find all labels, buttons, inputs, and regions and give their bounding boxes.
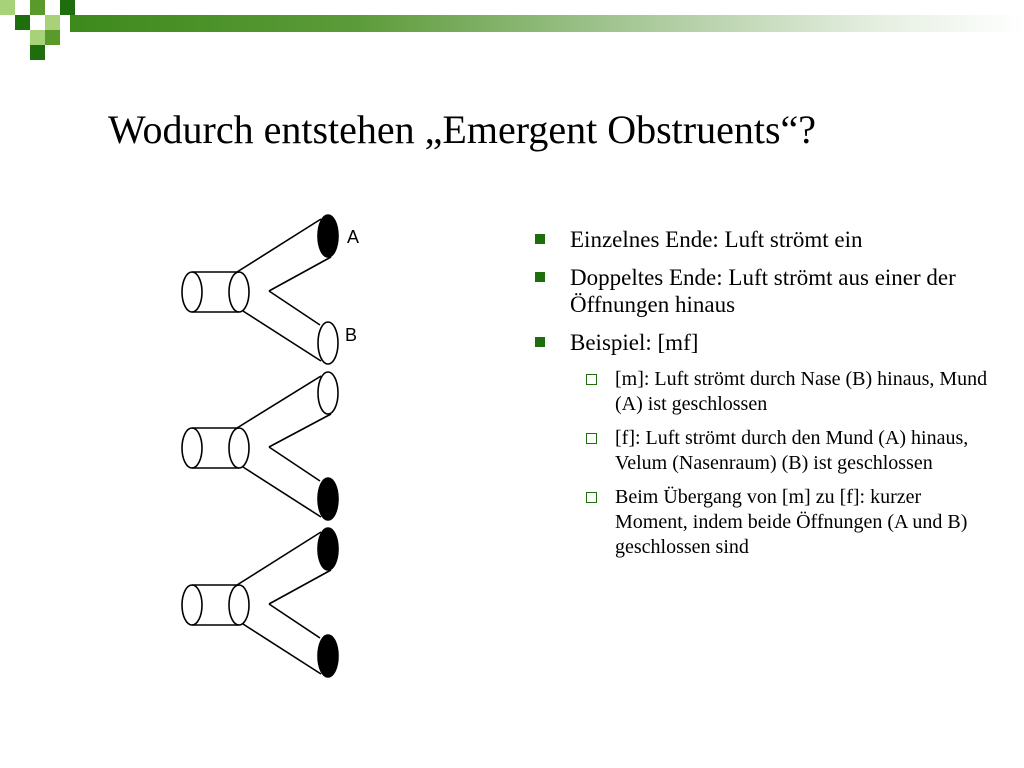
label-a: A (347, 227, 359, 247)
bullet-text: Doppeltes Ende: Luft strömt aus einer de… (570, 265, 956, 317)
bullet-item: Beispiel: [mf] (530, 329, 990, 356)
tube-diagram-2 (181, 371, 339, 521)
decor-square (45, 30, 60, 45)
bullet-item: Doppeltes Ende: Luft strömt aus einer de… (530, 264, 990, 318)
header-gradient-bar (70, 15, 1024, 32)
decor-square (15, 15, 30, 30)
bullet-text: Einzelnes Ende: Luft strömt ein (570, 227, 863, 252)
label-b: B (345, 325, 357, 345)
decor-square (30, 30, 45, 45)
tube-diagram-1 (181, 214, 339, 365)
header-decoration (0, 0, 1024, 62)
decor-square (30, 0, 45, 15)
sub-bullet-text: [m]: Luft strömt durch Nase (B) hinaus, … (615, 368, 988, 415)
decor-square (30, 45, 45, 60)
decor-square (60, 0, 75, 15)
sub-bullet-text: Beim Übergang von [m] zu [f]: kurzer Mom… (615, 486, 968, 558)
square-bullet-icon (535, 337, 545, 347)
sub-bullet-item: Beim Übergang von [m] zu [f]: kurzer Mom… (530, 485, 990, 560)
hollow-square-bullet-icon (586, 374, 597, 385)
decor-square (45, 15, 60, 30)
sub-bullet-item: [f]: Luft strömt durch den Mund (A) hina… (530, 426, 990, 476)
bullet-text: Beispiel: [mf] (570, 330, 699, 355)
vocal-tract-tube-diagram: A B (181, 214, 359, 678)
bullet-item: Einzelnes Ende: Luft strömt ein (530, 226, 990, 253)
sub-bullet-item: [m]: Luft strömt durch Nase (B) hinaus, … (530, 367, 990, 417)
sub-bullet-text: [f]: Luft strömt durch den Mund (A) hina… (615, 427, 969, 474)
hollow-square-bullet-icon (586, 492, 597, 503)
slide-title: Wodurch entstehen „Emergent Obstruents“? (108, 107, 817, 152)
square-bullet-icon (535, 234, 545, 244)
tube-diagram-3 (181, 527, 339, 678)
square-bullet-icon (535, 272, 545, 282)
decor-square (0, 0, 15, 15)
bullet-list: Einzelnes Ende: Luft strömt ein Doppelte… (530, 226, 990, 569)
hollow-square-bullet-icon (586, 433, 597, 444)
